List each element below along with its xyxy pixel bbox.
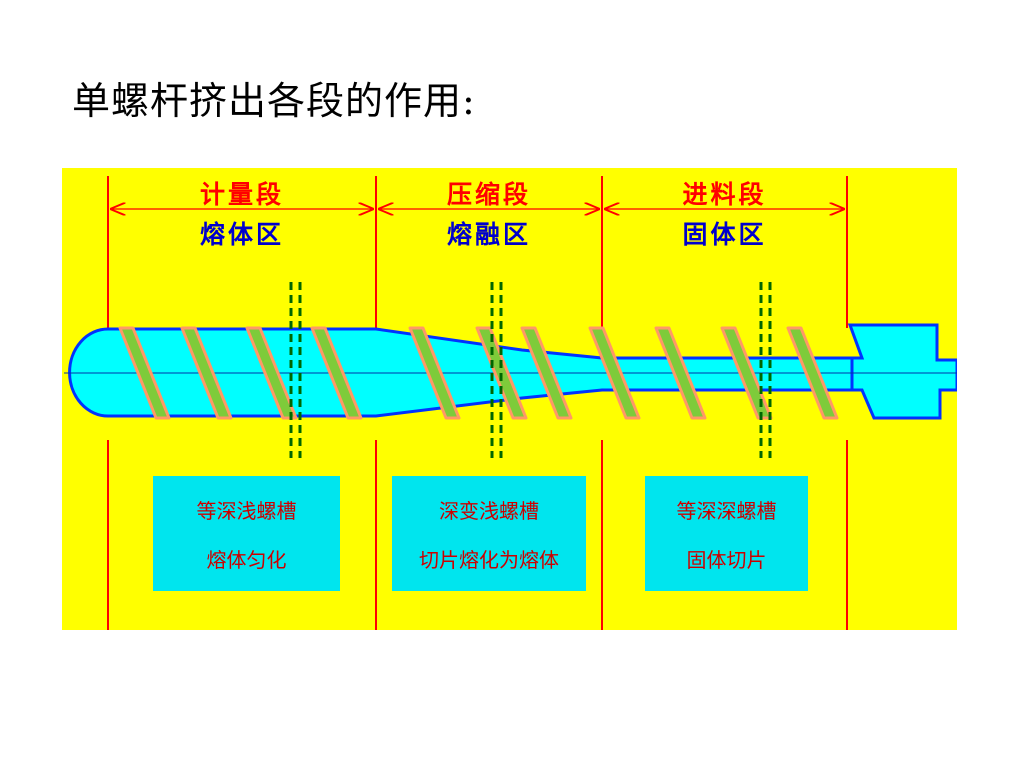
screw-flight-1 bbox=[118, 326, 171, 420]
screw-extruder-diagram: 计量段 熔体区 压缩段 熔融区 进料段 固体区 等深浅螺槽 熔体匀化 深变浅螺槽… bbox=[62, 168, 957, 630]
screw-flight-8 bbox=[588, 326, 641, 420]
desc-line-2: 熔体匀化 bbox=[206, 547, 287, 572]
desc-box-metering: 等深浅螺槽 熔体匀化 bbox=[153, 476, 340, 591]
screw-flight-11 bbox=[786, 326, 839, 420]
screw-flight-3 bbox=[245, 326, 298, 420]
page-title: 单螺杆挤出各段的作用: bbox=[72, 79, 476, 123]
zone-label-metering: 熔体区 bbox=[199, 220, 284, 249]
desc-line-1: 等深浅螺槽 bbox=[196, 498, 297, 523]
desc-line-1: 深变浅螺槽 bbox=[439, 498, 539, 523]
screw-flight-4 bbox=[310, 326, 363, 420]
zone-label-compression: 熔融区 bbox=[446, 220, 531, 249]
stage-label-feed: 进料段 bbox=[682, 180, 767, 209]
dashed-section-markers bbox=[289, 282, 772, 458]
screw-flight-7 bbox=[520, 326, 573, 420]
zone-label-feed: 固体区 bbox=[682, 220, 767, 249]
desc-box-feed: 等深深螺槽 固体切片 bbox=[645, 476, 808, 591]
desc-line-1: 等深深螺槽 bbox=[676, 498, 777, 523]
screw-flight-5 bbox=[408, 326, 461, 420]
desc-line-2: 切片熔化为熔体 bbox=[419, 547, 559, 572]
screw-drive-end bbox=[847, 323, 957, 420]
desc-box-compression: 深变浅螺槽 切片熔化为熔体 bbox=[392, 476, 586, 591]
section-boundaries bbox=[107, 176, 848, 630]
screw-flight-2 bbox=[180, 326, 233, 420]
desc-line-2: 固体切片 bbox=[686, 547, 767, 572]
stage-label-compression: 压缩段 bbox=[446, 180, 531, 209]
screw-flight-9 bbox=[654, 326, 707, 420]
diagram-graphics bbox=[64, 176, 957, 630]
screw-flights bbox=[118, 326, 839, 420]
stage-label-metering: 计量段 bbox=[199, 180, 284, 209]
